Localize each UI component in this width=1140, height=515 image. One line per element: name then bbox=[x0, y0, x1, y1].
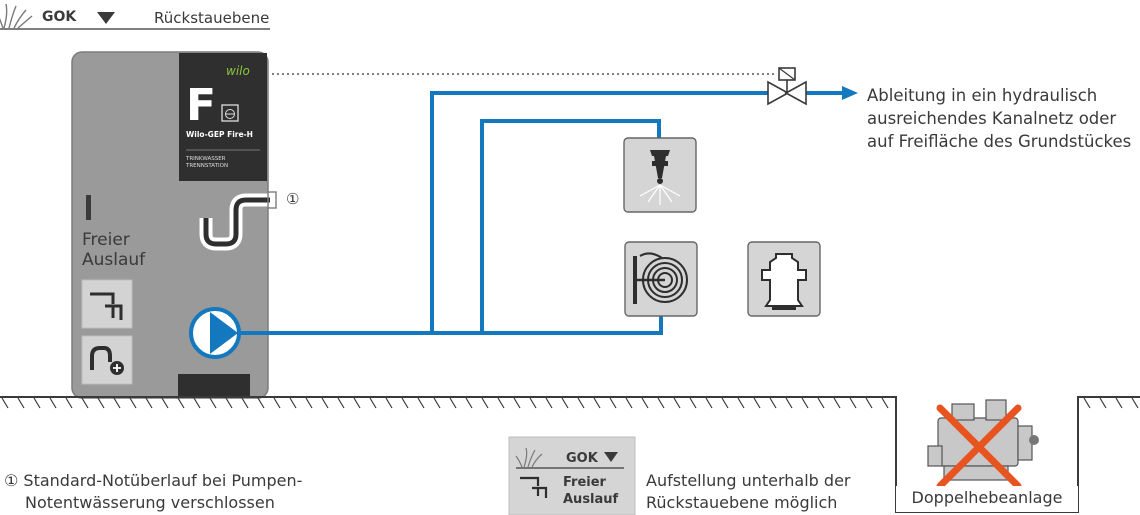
hatch-tick bbox=[145, 397, 153, 409]
hatch-tick bbox=[385, 397, 393, 409]
hatch-tick bbox=[81, 397, 89, 409]
hatch-tick bbox=[881, 397, 889, 409]
hatch-tick bbox=[513, 397, 521, 409]
hatch-tick bbox=[305, 397, 313, 409]
hatch-tick bbox=[577, 397, 585, 409]
hatch-tick bbox=[321, 397, 329, 409]
pipe-network bbox=[240, 91, 842, 335]
hatch-tick bbox=[689, 397, 697, 409]
hatch-tick bbox=[65, 397, 73, 409]
drain-plus-icon bbox=[81, 335, 133, 385]
hatch-tick bbox=[625, 397, 633, 409]
hatch-tick bbox=[609, 397, 617, 409]
hatch-tick bbox=[273, 397, 281, 409]
hatch-tick bbox=[17, 397, 25, 409]
hatch-tick bbox=[1, 397, 9, 409]
crossed-out-lifting-unit-icon bbox=[927, 399, 1039, 490]
arrow-right-icon bbox=[842, 86, 858, 100]
hatch-tick bbox=[657, 397, 665, 409]
station-letter: F bbox=[186, 80, 217, 131]
crossed-out-label: Doppelhebeanlage bbox=[911, 488, 1063, 507]
station-subtitle: TRINKWASSER TRENNSTATION bbox=[186, 156, 229, 169]
gok-label: GOK bbox=[42, 9, 77, 25]
hatch-tick bbox=[465, 397, 473, 409]
hatch-tick bbox=[481, 397, 489, 409]
hatch-tick bbox=[193, 397, 201, 409]
hatch-tick bbox=[369, 397, 377, 409]
hatch-tick bbox=[705, 397, 713, 409]
cabinet-base bbox=[178, 374, 250, 398]
hatch-tick bbox=[401, 397, 409, 409]
hatch-tick bbox=[49, 397, 57, 409]
grass-icon bbox=[0, 3, 33, 29]
hatch-tick bbox=[865, 397, 873, 409]
backflow-level-label: Rückstauebene bbox=[154, 9, 270, 27]
hatch-tick bbox=[113, 397, 121, 409]
hatch-tick bbox=[241, 397, 249, 409]
hose-reel-icon bbox=[624, 241, 698, 317]
hatch-tick bbox=[1099, 397, 1107, 409]
hatch-tick bbox=[209, 397, 217, 409]
outlet-description: Ableitung in ein hydraulisch ausreichend… bbox=[867, 86, 1132, 151]
station-model: Wilo-GEP Fire-H bbox=[186, 130, 253, 139]
hatch-tick bbox=[129, 397, 137, 409]
hatch-tick bbox=[97, 397, 105, 409]
hatch-tick bbox=[1131, 397, 1139, 409]
hatch-tick bbox=[753, 397, 761, 409]
hatch-tick bbox=[225, 397, 233, 409]
hydrant-icon bbox=[747, 241, 821, 317]
sprinkler-icon bbox=[623, 137, 697, 213]
brand-logo: wilo bbox=[226, 64, 250, 78]
hatch-tick bbox=[449, 397, 457, 409]
hatch-tick bbox=[545, 397, 553, 409]
down-triangle-icon bbox=[604, 452, 618, 462]
hatch-tick bbox=[1083, 397, 1091, 409]
hatch-tick bbox=[721, 397, 729, 409]
hatch-tick bbox=[337, 397, 345, 409]
hatch-tick bbox=[289, 397, 297, 409]
hatch-tick bbox=[849, 397, 857, 409]
hatch-tick bbox=[33, 397, 41, 409]
valve-icon bbox=[767, 67, 807, 106]
free-outlet-label: Freier Auslauf bbox=[82, 230, 146, 270]
ground-hatch bbox=[1, 397, 1139, 409]
hatch-tick bbox=[817, 397, 825, 409]
hatch-tick bbox=[417, 397, 425, 409]
footnote: ① Standard-Notüberlauf bei Pumpen- Noten… bbox=[4, 471, 303, 512]
pump-icon bbox=[189, 307, 241, 359]
siphon-icon bbox=[199, 191, 277, 251]
hatch-tick bbox=[561, 397, 569, 409]
hatch-tick bbox=[673, 397, 681, 409]
hatch-tick bbox=[641, 397, 649, 409]
hatch-tick bbox=[433, 397, 441, 409]
down-triangle-icon bbox=[97, 12, 115, 24]
hatch-tick bbox=[785, 397, 793, 409]
ground-line bbox=[0, 396, 1140, 513]
hatch-tick bbox=[801, 397, 809, 409]
overflow-marker: ① bbox=[286, 190, 300, 208]
hatch-tick bbox=[353, 397, 361, 409]
legend-free-outlet-label: Freier Auslauf bbox=[563, 475, 619, 507]
hatch-tick bbox=[593, 397, 601, 409]
legend-description: Aufstellung unterhalb der Rückstauebene … bbox=[646, 471, 851, 512]
grass-icon bbox=[515, 447, 543, 468]
brand-panel bbox=[179, 53, 267, 181]
hatch-tick bbox=[1115, 397, 1123, 409]
hatch-tick bbox=[161, 397, 169, 409]
legend-box bbox=[508, 436, 636, 515]
hatch-tick bbox=[497, 397, 505, 409]
hatch-tick bbox=[769, 397, 777, 409]
hatch-tick bbox=[257, 397, 265, 409]
free-outlet-marker bbox=[86, 195, 91, 220]
hatch-tick bbox=[833, 397, 841, 409]
free-outlet-icon bbox=[81, 279, 133, 329]
hatch-tick bbox=[529, 397, 537, 409]
panel-symbol-icon bbox=[221, 104, 239, 122]
hatch-tick bbox=[177, 397, 185, 409]
legend-gok-label: GOK bbox=[566, 451, 598, 466]
hatch-tick bbox=[737, 397, 745, 409]
free-outlet-icon bbox=[520, 476, 548, 498]
